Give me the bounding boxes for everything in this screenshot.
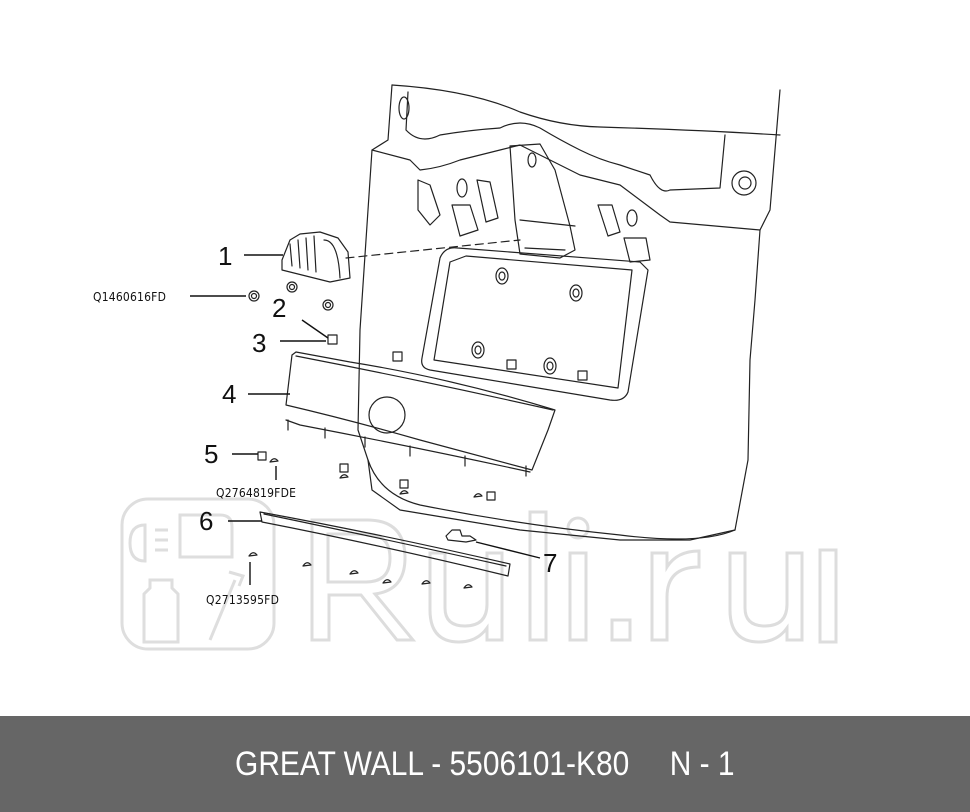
footer-caption: GREAT WALL - 5506101-K80 N - 1 [235, 745, 734, 784]
callout-2: 2 [272, 293, 287, 323]
license-plate-recess [421, 247, 649, 401]
tailgate-outer-panel [357, 84, 781, 541]
part-code-label: Q2764819FDE [216, 486, 297, 500]
callout-7: 7 [543, 548, 558, 578]
spiral-fasteners [471, 267, 583, 375]
part-1-cover [281, 231, 351, 283]
footer-bar: GREAT WALL - 5506101-K80 N - 1 [0, 716, 970, 812]
part-code-label: Q2713595FD [206, 593, 280, 607]
hinge-bracket [509, 143, 576, 259]
brand-name: GREAT WALL [235, 744, 424, 783]
callout-3: 3 [252, 328, 267, 358]
part-code-label: Q1460616FD [93, 290, 167, 304]
callout-5: 5 [204, 439, 219, 469]
parts-diagram: 1 2 3 4 5 6 7 Q1460616FD Q2764819FDE Q27… [93, 84, 838, 651]
separator: - [431, 744, 442, 783]
leader-lines [190, 254, 541, 585]
callout-6: 6 [199, 506, 214, 536]
diagram-label: N - 1 [669, 744, 735, 783]
part-7-clip [445, 529, 477, 543]
tailgate-line-drawing [190, 84, 781, 589]
part-6-strip [259, 511, 511, 577]
callout-4: 4 [222, 379, 237, 409]
part-number: 5506101-K80 [449, 744, 630, 783]
part-4-garnish [285, 351, 556, 471]
callout-1: 1 [218, 241, 233, 271]
